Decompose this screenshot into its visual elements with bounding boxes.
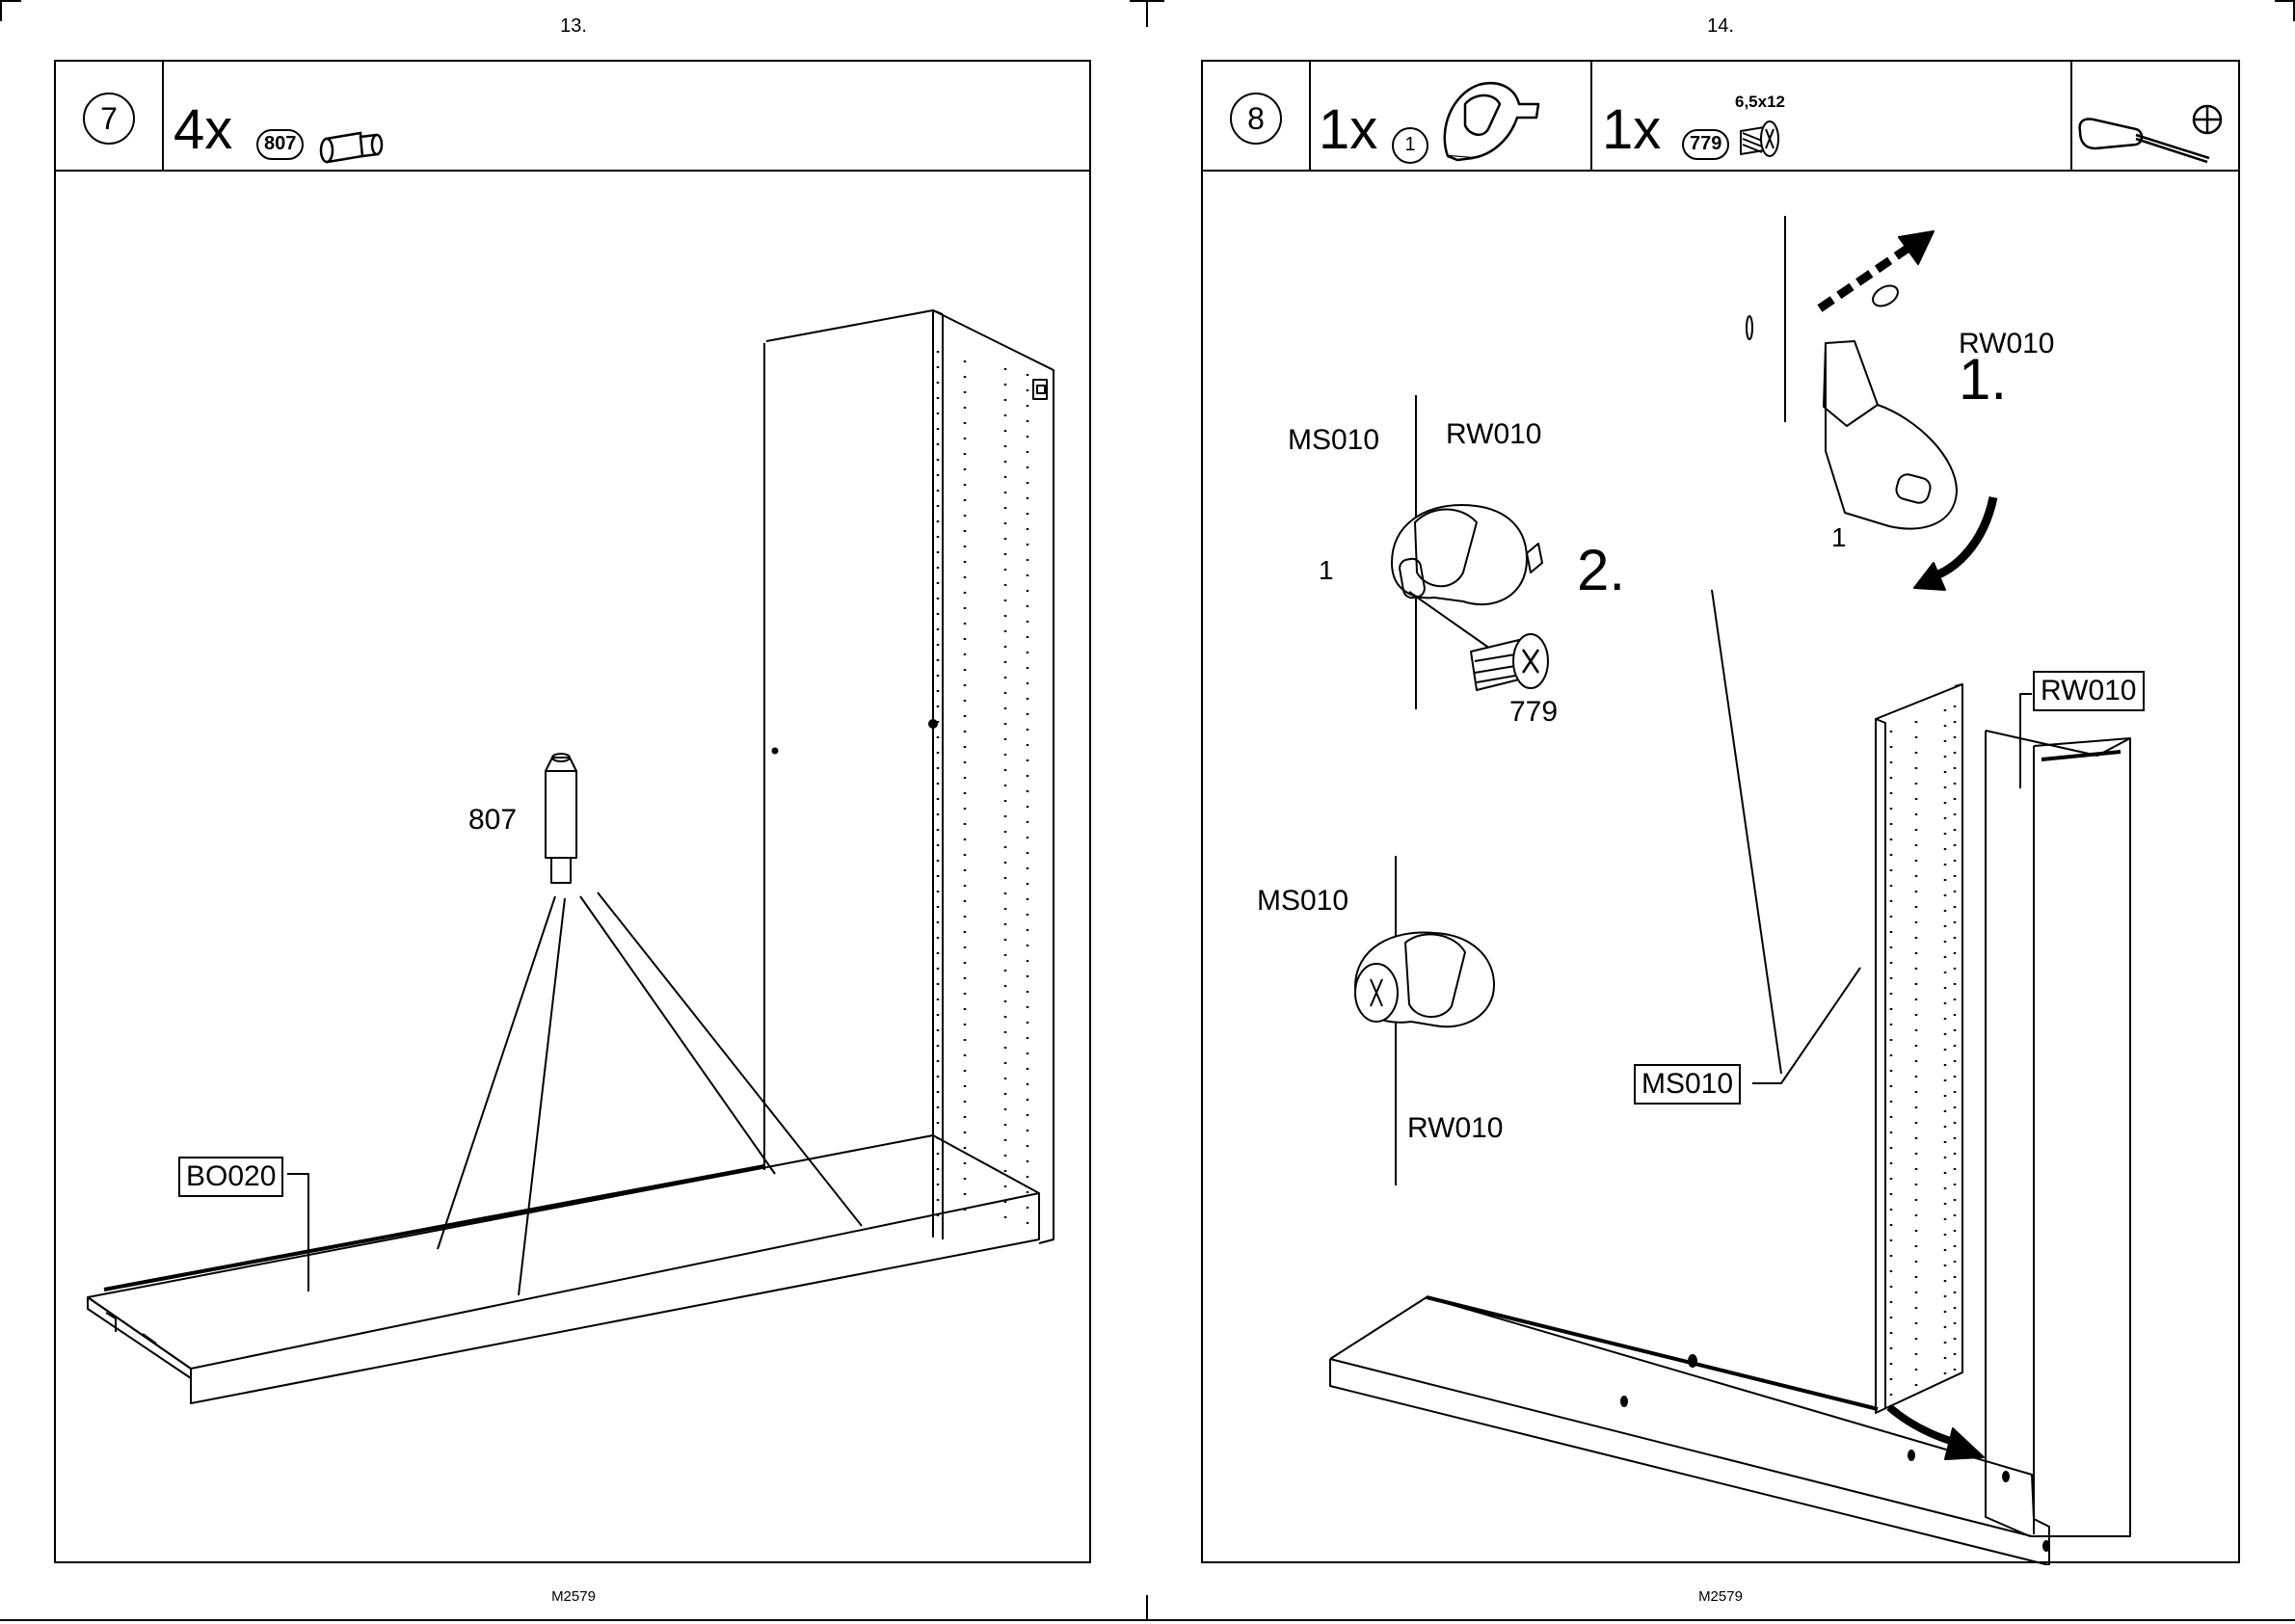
- label-rw010-lower: RW010: [1407, 1114, 1504, 1143]
- label-bracket-detail: 1: [1319, 555, 1334, 586]
- label-rw010-detail: RW010: [1446, 420, 1542, 449]
- stage-2-number: 2.: [1577, 542, 1625, 599]
- document-code: M2579: [1147, 1588, 2294, 1605]
- page-number: 14.: [1147, 15, 2294, 38]
- stage-1-number: 1.: [1959, 351, 2007, 409]
- step-8-illustration: [1203, 62, 2242, 1565]
- step-8-frame: 8 1x 1 1x 779 6,5x12: [1201, 60, 2240, 1563]
- panel-label-rw010: RW010: [2033, 671, 2145, 711]
- step-7-frame: 7 4x 807: [54, 60, 1091, 1563]
- instruction-page-13: 13. 7 4x 807: [0, 0, 1147, 1624]
- page-number: 13.: [0, 15, 1147, 38]
- panel-label-ms010: MS010: [1634, 1064, 1741, 1105]
- document-code: M2579: [0, 1588, 1147, 1605]
- dowel-label: 807: [468, 806, 517, 835]
- panel-label-bo020: BO020: [178, 1157, 283, 1197]
- label-screw-detail: 779: [1509, 698, 1558, 727]
- instruction-page-14: 14. 8 1x 1 1x 779 6,5x12: [1147, 0, 2294, 1624]
- label-ms010-lower: MS010: [1257, 887, 1348, 916]
- step-7-illustration: [56, 62, 1093, 1565]
- label-bracket-top: 1: [1831, 522, 1847, 553]
- label-ms010-detail: MS010: [1288, 426, 1379, 455]
